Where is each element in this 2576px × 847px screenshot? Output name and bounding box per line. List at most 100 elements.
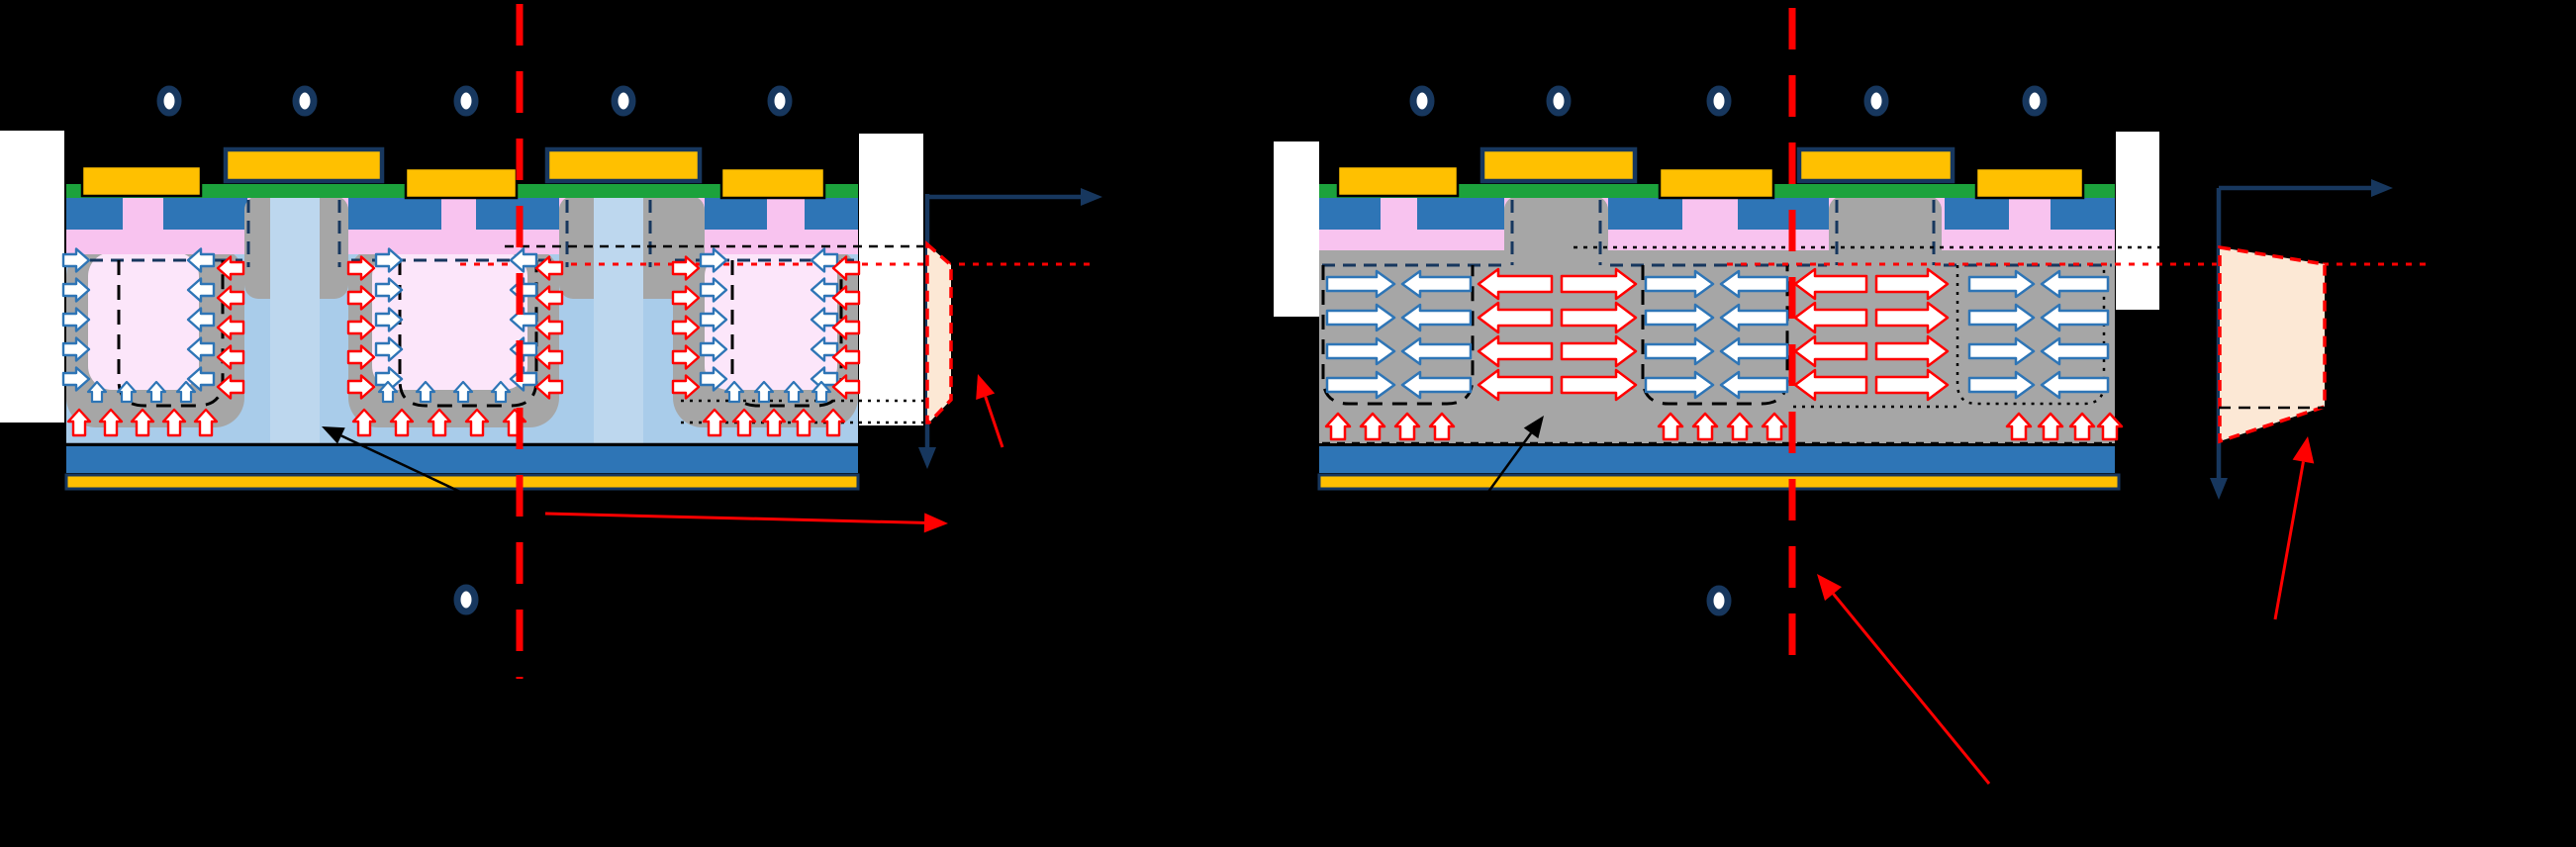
- n-source: [705, 198, 767, 230]
- hole-up-arrows-arrow: [731, 408, 757, 437]
- electron-flow-arrows-arrow: [699, 336, 728, 362]
- cell-outline-dotted: [1956, 265, 2106, 406]
- contact-pad: [80, 164, 203, 198]
- hole-spread-arrow: [1874, 368, 1950, 402]
- via-dot-bottom: [1706, 585, 1732, 616]
- hole-spread-arrow: [1793, 368, 1868, 402]
- electron-spread-arrow: [1400, 269, 1473, 299]
- carrier-density-profile: [925, 240, 953, 424]
- electron-spread-arrow: [1967, 336, 2036, 366]
- axis-arrowhead-down: [2210, 478, 2228, 500]
- hole-up-arrows-arrow: [791, 408, 816, 437]
- electron-spread-arrow: [1644, 303, 1715, 332]
- axis-arrowhead-down: [918, 447, 936, 469]
- electron-spread-arrow: [1325, 269, 1396, 299]
- hole-flow-arrows: [216, 255, 861, 400]
- n-source: [348, 198, 441, 230]
- hole-flow-arrows-arrow: [534, 374, 564, 400]
- buffer-layer: [66, 446, 858, 473]
- floating-p-region: [88, 252, 199, 390]
- electron-spread-arrow: [1644, 269, 1715, 299]
- hole-flow-arrows-arrow: [831, 255, 861, 281]
- depletion-outline: [398, 260, 538, 408]
- contact-pad: [719, 166, 826, 200]
- electron-up-arrows-arrow: [415, 380, 436, 404]
- electron-up-arrows-arrow: [116, 380, 138, 404]
- collector-layer: [1317, 473, 2121, 491]
- electron-spread-arrow: [1967, 370, 2036, 400]
- electron-flow-arrows-arrow: [699, 366, 728, 392]
- via-dot: [1706, 585, 1732, 616]
- gate-pad: [223, 146, 385, 184]
- hole-spread-arrow: [1793, 267, 1868, 301]
- right-label-box: [2116, 132, 2159, 310]
- hole-up-arrows: [1324, 412, 2124, 441]
- hole-up-arrows-arrow: [130, 408, 155, 437]
- via-dots-top: [156, 85, 793, 117]
- via-dot: [767, 85, 793, 117]
- hole-spread-arrow: [1874, 334, 1950, 368]
- hole-flow-arrows-arrow: [346, 374, 376, 400]
- floating-p-region: [372, 252, 527, 390]
- via-dot: [2022, 85, 2048, 117]
- electron-up-arrows-arrow: [86, 380, 108, 404]
- hole-spread-arrow: [1477, 334, 1554, 368]
- contact-pad: [1336, 164, 1460, 198]
- electron-spread-arrow: [2040, 303, 2110, 332]
- n-source: [66, 198, 123, 230]
- n-source: [2051, 198, 2115, 230]
- hole-flow-arrows-arrow: [671, 344, 701, 370]
- hole-up-arrows-arrow: [2068, 412, 2096, 441]
- hole-flow-arrows-arrow: [216, 285, 245, 311]
- hole-flow-arrows-arrow: [671, 255, 701, 281]
- profile-callout-arrow: [976, 374, 1004, 448]
- hole-flow-arrows-arrow: [346, 344, 376, 370]
- via-dot: [611, 85, 636, 117]
- hole-flow-arrows-arrow: [534, 255, 564, 281]
- cutline-callout-arrow-line: [544, 512, 925, 524]
- via-dot: [453, 85, 479, 117]
- profile-callout-arrow-line: [2273, 461, 2305, 620]
- n-source: [1319, 198, 1381, 230]
- hole-up-arrows: [66, 408, 846, 437]
- gate-pad: [1796, 146, 1956, 184]
- hole-up-arrows-arrow: [761, 408, 787, 437]
- electron-up-arrows-arrow: [452, 380, 474, 404]
- hole-flow-arrows-arrow: [534, 285, 564, 311]
- hole-up-arrows-arrow: [1761, 412, 1788, 441]
- electron-spread-arrow: [2040, 336, 2110, 366]
- hole-up-arrows-arrow: [2096, 412, 2124, 441]
- hole-flow-arrows-arrow: [831, 344, 861, 370]
- electron-up-arrows-arrow: [145, 380, 167, 404]
- hole-up-arrows-arrow: [1726, 412, 1754, 441]
- electron-spread-arrow: [1719, 303, 1789, 332]
- n-source: [1945, 198, 2009, 230]
- hole-up-arrows-arrow: [1393, 412, 1421, 441]
- electron-spread-arrow: [1325, 336, 1396, 366]
- hole-up-arrows-arrow: [1324, 412, 1352, 441]
- via-dot: [1863, 85, 1889, 117]
- profile-callout-arrow-line: [984, 396, 1004, 448]
- hole-spread-arrow: [1874, 301, 1950, 334]
- electron-flow-arrows-arrow: [186, 307, 216, 332]
- profile-callout-arrow-head: [976, 374, 996, 400]
- drift-callout-arrow-line: [340, 434, 461, 494]
- electron-flow-arrows-arrow: [374, 336, 404, 362]
- plasma-callout-arrow-line: [1486, 432, 1533, 493]
- electron-spread-arrow: [1325, 303, 1396, 332]
- electron-flow-arrows-arrow: [374, 277, 404, 303]
- electron-spread-arrow: [1644, 336, 1715, 366]
- via-dot: [292, 85, 318, 117]
- electron-spread-arrow: [2040, 370, 2110, 400]
- hole-flow-arrows-arrow: [671, 315, 701, 340]
- hole-spread-arrow: [1793, 301, 1868, 334]
- electron-spread-arrow: [1325, 370, 1396, 400]
- hole-up-arrows-arrow: [161, 408, 187, 437]
- contact-pad: [1974, 166, 2085, 200]
- hole-up-arrows-arrow: [98, 408, 124, 437]
- electron-flow-arrows-arrow: [699, 247, 728, 273]
- electron-spread-arrow: [2040, 269, 2110, 299]
- electron-flow-arrows-arrow: [61, 336, 91, 362]
- hole-flow-arrows-arrow: [671, 285, 701, 311]
- electron-up-arrows-arrow: [723, 380, 745, 404]
